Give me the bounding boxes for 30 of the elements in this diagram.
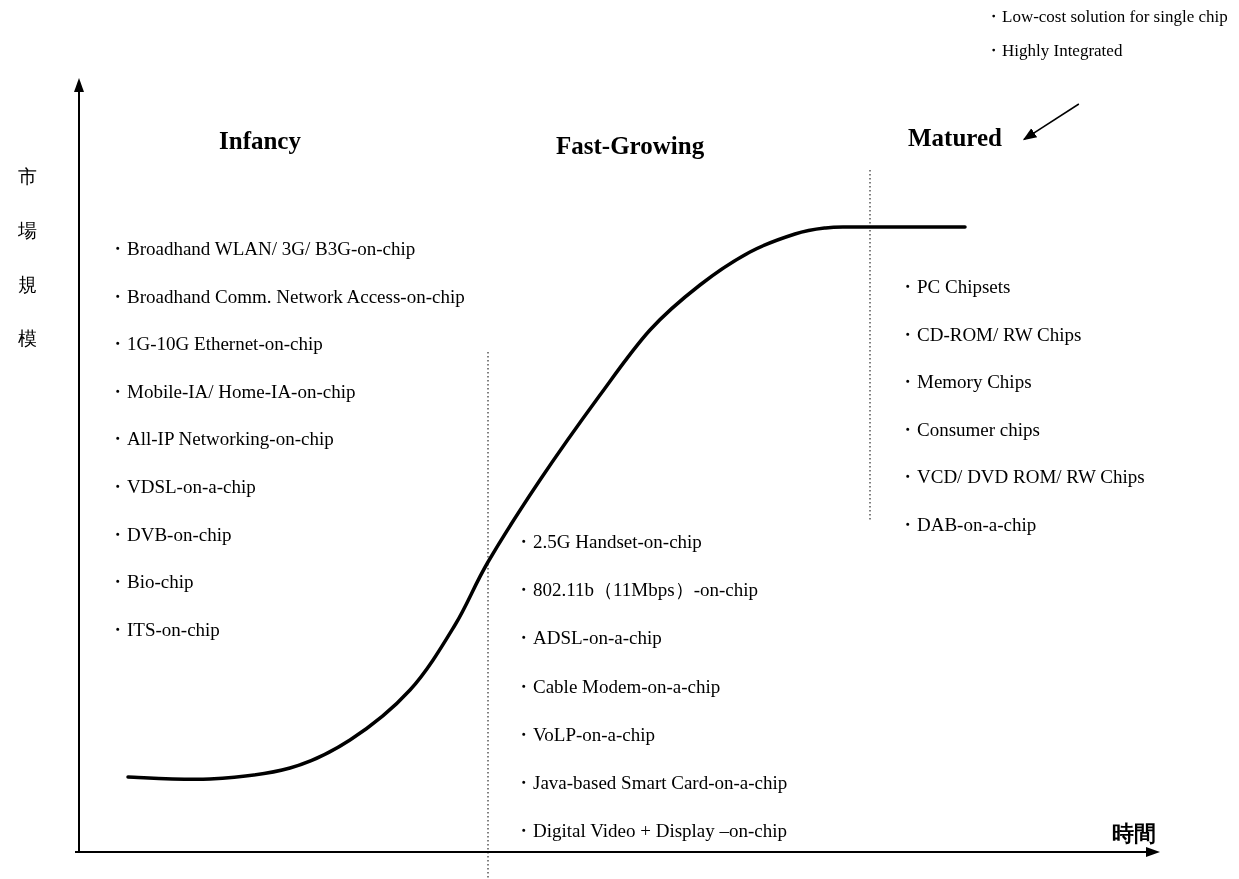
list-item: ・VDSL-on-a-chip: [108, 476, 256, 499]
list-item: ・Cable Modem-on-a-chip: [514, 675, 721, 699]
list-item: ・VoLP-on-a-chip: [514, 723, 656, 747]
list-item: ・PC Chipsets: [898, 276, 1011, 299]
list-item: ・DAB-on-a-chip: [898, 514, 1037, 537]
list-item: ・Broadhand WLAN/ 3G/ B3G-on-chip: [108, 238, 416, 261]
list-item: ・Digital Video + Display –on-chip: [514, 820, 788, 843]
phase-heading: Matured: [908, 124, 1002, 151]
list-item: ・Memory Chips: [898, 371, 1032, 394]
list-item: ・VCD/ DVD ROM/ RW Chips: [898, 466, 1145, 490]
list-item: ・DVB-on-chip: [108, 523, 232, 547]
arrow: [1022, 103, 1080, 141]
list-item: ・Consumer chips: [898, 418, 1040, 442]
list-item: ・ADSL-on-a-chip: [514, 627, 662, 651]
list-item: ・2.5G Handset-on-chip: [514, 531, 702, 554]
list-item: ・1G-10G Ethernet-on-chip: [108, 333, 323, 356]
list-item: ・Mobile-IA/ Home-IA-on-chip: [108, 380, 356, 404]
axis-label: 時間: [1112, 820, 1156, 848]
list-item: ・CD-ROM/ RW Chips: [898, 323, 1082, 347]
list-item: ・ITS-on-chip: [108, 618, 220, 642]
list-item: ・Broadhand Comm. Network Access-on-chip: [108, 285, 465, 309]
phase-heading: Fast-Growing: [556, 132, 705, 160]
list-item: ・Bio-chip: [108, 571, 194, 594]
list-item: ・All-IP Networking-on-chip: [108, 428, 334, 452]
phase-heading: Infancy: [219, 127, 301, 155]
note-text: ・Highly Integrated: [985, 40, 1124, 62]
list-item: ・Java-based Smart Card-on-a-chip: [514, 772, 788, 795]
list-item: ・802.11b（11Mbps）-on-chip: [514, 579, 758, 602]
note-text: ・Low-cost solution for single chip: [985, 6, 1228, 28]
axis-label: 市場規模: [18, 165, 37, 352]
